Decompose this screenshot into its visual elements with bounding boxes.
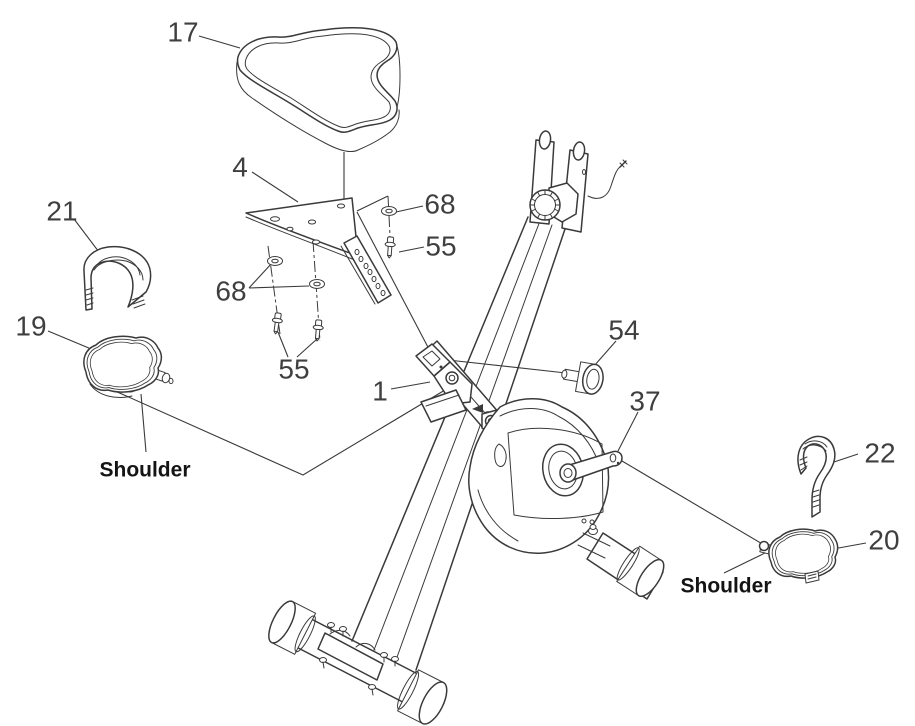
stabilizer-cap-front-right: [397, 669, 448, 725]
resistance-knob: [561, 361, 604, 395]
washer-68-right: [381, 206, 397, 216]
washer-68-left-2: [309, 279, 325, 289]
part-label-leader: [593, 340, 617, 367]
part-label-leader: [296, 338, 318, 358]
note-label-shoulder: Shoulder: [99, 459, 190, 482]
part-label-4: 4: [232, 152, 248, 183]
part-label-55: 55: [425, 231, 456, 262]
part-label-68: 68: [215, 276, 246, 307]
assembly-line: [621, 460, 765, 546]
part-label-leader: [395, 205, 424, 213]
bracket-screws: [327, 622, 399, 667]
part-label-17: 17: [167, 17, 198, 48]
seat-clamp: [415, 343, 483, 423]
part-label-20: 20: [868, 525, 899, 556]
part-label-1: 1: [372, 376, 388, 407]
note-leader: [723, 551, 768, 574]
stabilizer-cap-front-left: [268, 600, 317, 655]
part-label-leader: [251, 171, 299, 203]
assembly-line: [356, 195, 389, 212]
part-label-22: 22: [864, 438, 895, 469]
crank-arm: [559, 450, 623, 483]
part-label-54: 54: [608, 315, 639, 346]
screw: [319, 657, 376, 696]
seat-slider-rail: [340, 235, 392, 305]
seat: [236, 27, 401, 153]
stabilizer-cap-rear: [616, 545, 665, 598]
part-label-68: 68: [424, 189, 455, 220]
part-label-19: 19: [15, 311, 46, 342]
rear-stabilizer: [577, 518, 665, 600]
note-leader: [140, 393, 147, 453]
part-label-55: 55: [278, 354, 309, 385]
sensor-wire: [587, 159, 628, 199]
seat-bracket-plate: [245, 197, 359, 262]
part-label-leader: [617, 411, 639, 452]
note-label-shoulder: Shoulder: [680, 575, 771, 598]
leader-lines-layer: [47, 35, 867, 574]
part-label-21: 21: [46, 196, 77, 227]
part-label-leader: [390, 381, 431, 390]
pedal-reflector-tab: [804, 570, 820, 584]
flywheel-housing: [468, 398, 610, 554]
pedal-left: [83, 335, 174, 398]
rear-junction-clamp: [577, 518, 611, 559]
pedal-strap-right: [797, 435, 836, 518]
bolt-55-left-1: [271, 312, 283, 335]
part-label-leader: [248, 285, 310, 289]
part-label-leader: [198, 35, 241, 49]
assembly-line: [356, 211, 431, 352]
pedal-right: [758, 528, 839, 584]
part-label-leader: [47, 330, 97, 352]
washer-68-left-1: [267, 256, 283, 266]
pedal-strap-left: [83, 245, 152, 311]
tension-dial: [529, 182, 579, 223]
dial-ticks: [529, 189, 561, 221]
part-label-leader: [248, 262, 273, 289]
base-bracket: [317, 622, 399, 681]
bolt-55-right: [384, 236, 396, 259]
assembly-line: [94, 381, 451, 476]
bolt-55-left-2: [312, 319, 324, 342]
front-post: [351, 216, 566, 671]
part-label-leader: [398, 246, 425, 253]
part-label-37: 37: [629, 386, 660, 417]
part-label-leader: [277, 331, 289, 358]
